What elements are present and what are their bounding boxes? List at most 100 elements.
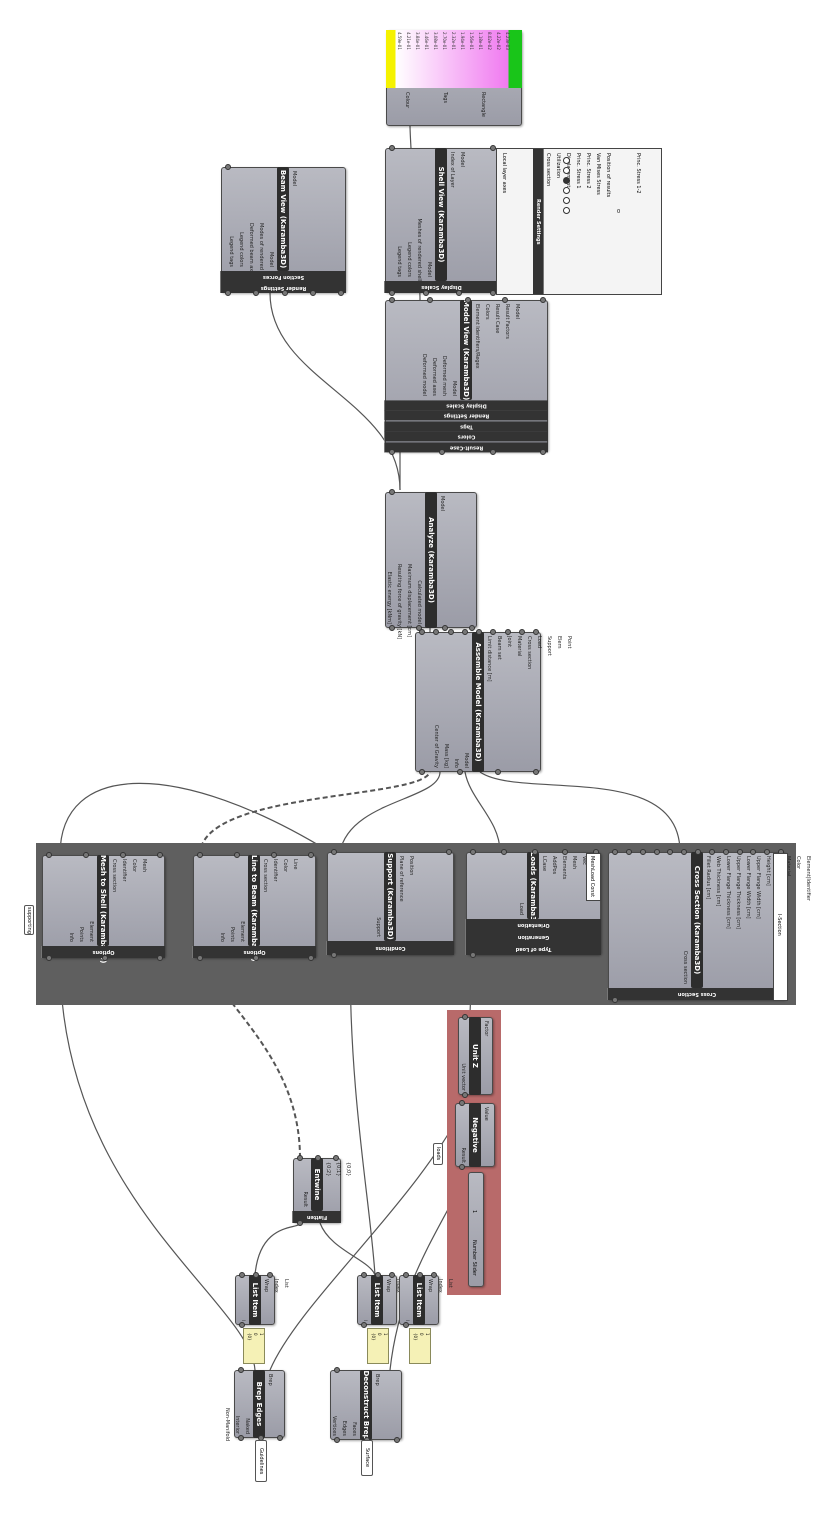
input-grip[interactable] [461, 629, 468, 635]
component-menu-tab[interactable]: Render Settings [384, 410, 548, 421]
component-menu-tab[interactable]: Colors [384, 431, 548, 442]
input-grip[interactable] [389, 489, 395, 495]
node-cross-section[interactable]: Cross Section (Karamba3D)Family name of … [607, 849, 811, 1003]
input-grip[interactable] [431, 1272, 437, 1278]
input-grip[interactable] [308, 852, 314, 858]
input-param[interactable]: Mesh [141, 859, 148, 873]
input-param[interactable]: Element Identifiers/Regex [474, 304, 481, 369]
radio-button[interactable] [563, 177, 570, 184]
input-grip[interactable] [267, 1272, 273, 1278]
input-grip[interactable] [389, 1272, 395, 1278]
output-param[interactable]: Result [302, 1191, 308, 1207]
input-param[interactable]: Wrap [427, 1279, 433, 1293]
guidelines-tag[interactable]: Guidelines [255, 1440, 267, 1482]
output-grip[interactable] [403, 1322, 409, 1328]
input-grip[interactable] [722, 849, 729, 855]
output-param[interactable]: Meshes of rendered shells [416, 218, 423, 284]
input-param[interactable]: Joint [506, 636, 512, 648]
output-grip[interactable] [157, 955, 163, 961]
output-grip[interactable] [225, 290, 231, 296]
output-param[interactable]: Cross section [682, 950, 688, 984]
output-grip[interactable] [253, 290, 260, 296]
input-param[interactable]: {0;0} [345, 1162, 351, 1177]
input-grip[interactable] [502, 297, 509, 303]
output-grip[interactable] [457, 769, 463, 775]
surface-tag[interactable]: Surface [361, 1440, 373, 1476]
input-param[interactable]: {0;2} [325, 1162, 331, 1177]
input-param[interactable]: Support [546, 636, 552, 656]
input-grip[interactable] [315, 1155, 321, 1161]
output-param[interactable]: Unit vector [460, 1063, 467, 1091]
input-param[interactable]: Identifier [121, 859, 128, 882]
input-param[interactable]: Plane of reference [398, 856, 405, 902]
input-param[interactable]: Point [566, 636, 572, 649]
input-grip[interactable] [464, 297, 471, 303]
component-menu-tab[interactable]: Display Scales [384, 281, 498, 293]
input-grip[interactable] [403, 1272, 409, 1278]
input-param[interactable]: Material [516, 636, 522, 657]
input-param[interactable]: Colors [484, 304, 491, 320]
output-grip[interactable] [308, 955, 314, 961]
input-grip[interactable] [612, 849, 618, 855]
input-param[interactable]: Identifier [272, 859, 279, 882]
output-grip[interactable] [361, 1322, 367, 1328]
input-param[interactable]: Cross section [262, 859, 269, 893]
input-param[interactable]: Model [459, 152, 466, 168]
output-param[interactable]: Legend tags [228, 236, 235, 267]
input-param[interactable]: Factor [483, 1021, 490, 1037]
output-grip[interactable] [419, 769, 425, 775]
output-param[interactable]: Model [426, 261, 433, 277]
input-param[interactable]: Web Thickness [cm] [715, 856, 721, 907]
input-param[interactable]: Model [291, 171, 298, 187]
input-grip[interactable] [297, 1155, 303, 1161]
input-param[interactable]: Elem [556, 636, 562, 649]
output-grip[interactable] [197, 955, 203, 961]
component-menu-tab[interactable]: Display Scales [384, 400, 548, 411]
component-menu-tab[interactable]: Result-Case [384, 441, 548, 452]
input-param[interactable]: Index [437, 1279, 443, 1293]
radio-button[interactable] [563, 167, 570, 174]
input-param[interactable]: Position [408, 856, 415, 876]
input-param[interactable]: LCase [541, 856, 548, 872]
output-param[interactable]: Modes of rendered beams [258, 223, 265, 289]
input-param[interactable]: Index [273, 1279, 279, 1293]
input-grip[interactable] [750, 849, 757, 855]
output-param[interactable]: Model [463, 752, 469, 768]
input-param[interactable]: {0;1} [335, 1162, 341, 1177]
output-grip[interactable] [239, 1322, 245, 1328]
radio-button[interactable] [563, 187, 570, 194]
component-menu-tab[interactable]: Section Forces [220, 271, 346, 282]
output-grip[interactable] [489, 449, 496, 455]
input-param[interactable]: Mesh [571, 856, 578, 870]
input-grip[interactable] [695, 849, 701, 855]
input-grip[interactable] [419, 629, 425, 635]
input-grip[interactable] [533, 629, 539, 635]
input-param[interactable]: Model [514, 304, 521, 320]
output-param[interactable]: Legend colors [406, 242, 413, 277]
input-param[interactable]: Result Factors [504, 304, 511, 339]
input-grip[interactable] [433, 629, 440, 635]
input-param[interactable]: Element|Identifier [805, 856, 811, 901]
input-grip[interactable] [389, 145, 395, 151]
radio-button[interactable] [563, 157, 570, 164]
output-param[interactable]: Deformed axes [431, 358, 438, 396]
input-grip[interactable] [639, 849, 646, 855]
output-param[interactable]: Faces [351, 1422, 357, 1436]
input-grip[interactable] [389, 297, 395, 303]
input-grip[interactable] [562, 849, 569, 855]
output-grip[interactable] [252, 955, 259, 961]
input-grip[interactable] [470, 849, 476, 855]
input-param[interactable]: AddPos [551, 856, 558, 875]
input-grip[interactable] [375, 1272, 381, 1278]
component-menu-tab[interactable]: Conditions [326, 941, 454, 955]
output-param[interactable]: Deformed mesh [441, 355, 448, 396]
output-grip[interactable] [277, 1435, 283, 1441]
input-grip[interactable] [531, 849, 538, 855]
